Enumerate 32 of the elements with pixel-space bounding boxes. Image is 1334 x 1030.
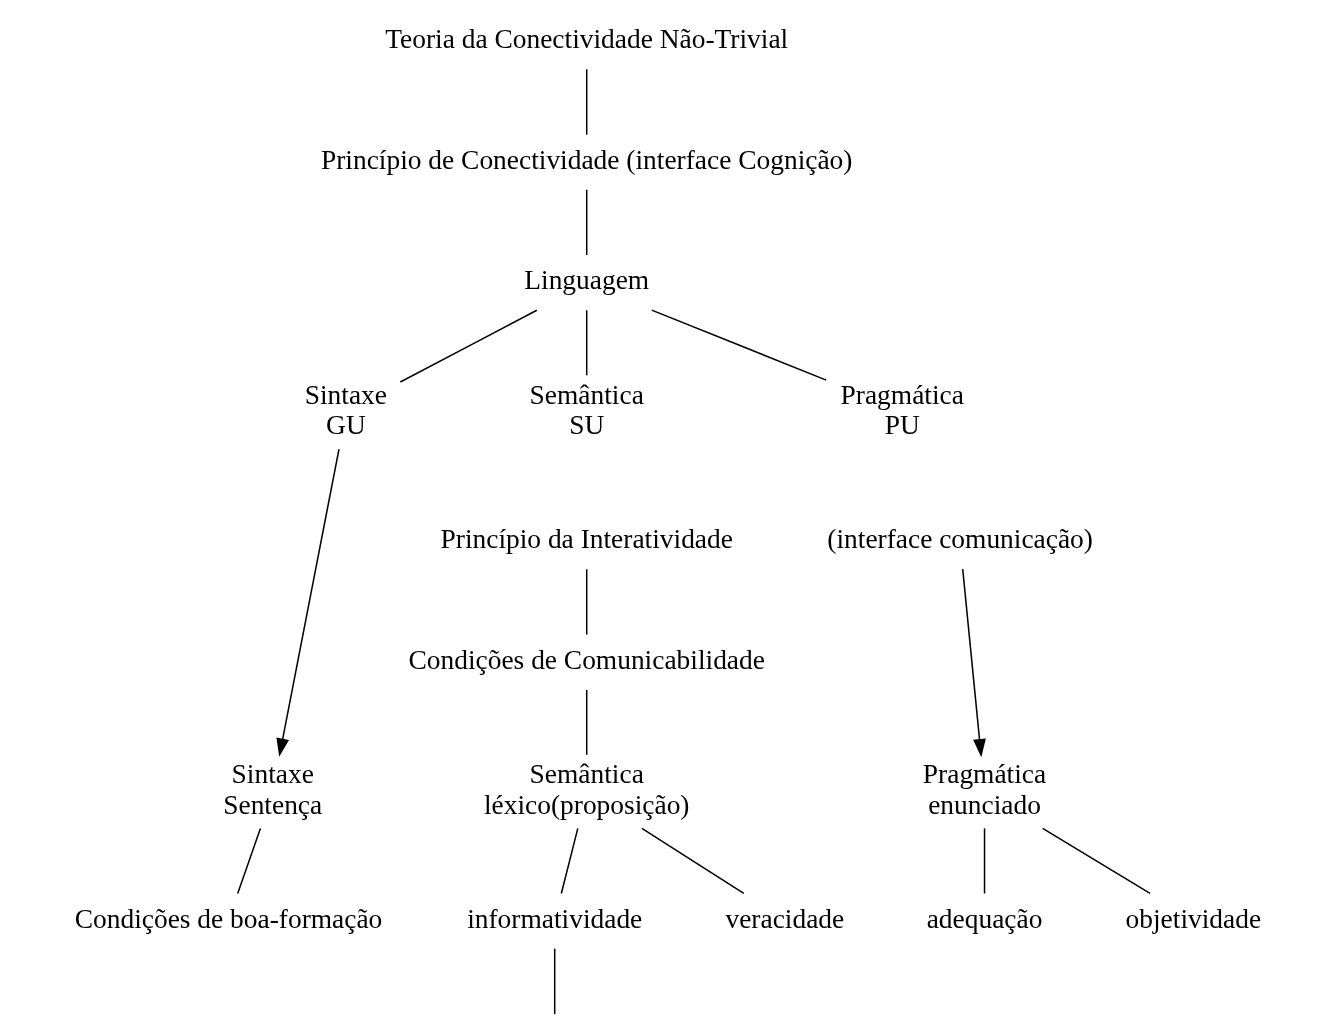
node-text: Sintaxe Sentença xyxy=(222,759,322,820)
connector xyxy=(560,827,579,895)
connector xyxy=(1041,827,1151,895)
node-text: Linguagem xyxy=(523,265,649,296)
node-text: Sintaxe GU xyxy=(304,379,387,441)
node-text: (interface comunicação) xyxy=(826,524,1093,555)
connector xyxy=(640,827,745,895)
connector xyxy=(983,827,985,895)
arrow xyxy=(961,568,986,758)
node-text: veracidade xyxy=(724,903,844,934)
connector xyxy=(585,309,587,377)
connector xyxy=(650,309,827,381)
node-text: Condições de Comunicabilidade xyxy=(408,644,765,675)
arrow xyxy=(275,448,340,757)
node-text: Pragmática enunciado xyxy=(922,759,1046,820)
node-text: Condições de boa-formação xyxy=(74,903,382,934)
connector xyxy=(585,68,587,136)
node-text: Pragmática PU xyxy=(840,379,964,441)
node-text: Princípio da Interatividade xyxy=(440,524,733,555)
connector xyxy=(585,689,587,756)
node-text: adequação xyxy=(926,903,1042,934)
node-text: Semântica léxico(proposição) xyxy=(483,759,690,820)
connector xyxy=(236,827,261,895)
node-text: objetividade xyxy=(1125,903,1261,934)
node-text: informatividade xyxy=(466,903,642,934)
connector xyxy=(585,568,587,636)
connector xyxy=(553,947,555,1015)
node-text: Princípio de Conectividade (interface Cognição) xyxy=(320,144,852,175)
node-text: Semântica SU xyxy=(529,379,644,441)
node-text: Teoria da Conectividade Não-Trivial xyxy=(384,24,788,55)
connector xyxy=(399,309,538,383)
connector xyxy=(585,188,587,256)
